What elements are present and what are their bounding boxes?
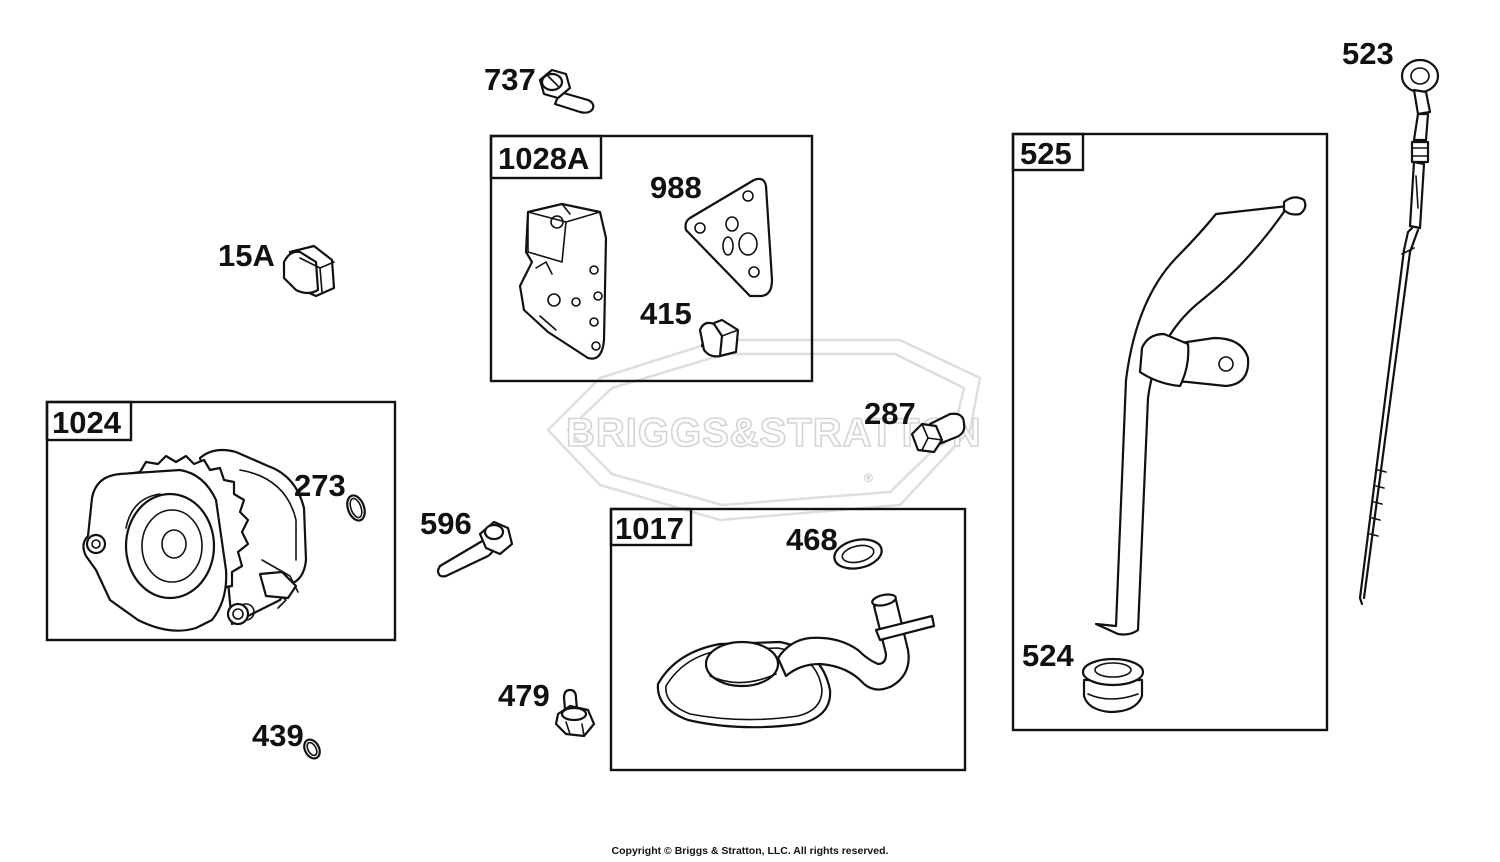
part-15a-plug[interactable] — [282, 244, 336, 298]
part-468-o-ring[interactable] — [832, 535, 885, 572]
part-988-gasket[interactable] — [684, 177, 774, 298]
part-273-o-ring[interactable] — [344, 493, 368, 523]
box-1028a: 1028A — [489, 134, 814, 383]
part-737-bolt[interactable] — [538, 68, 595, 114]
part-523-dipstick[interactable] — [1358, 58, 1440, 606]
part-287-fitting[interactable] — [910, 412, 966, 454]
part-1017-oil-pickup[interactable] — [656, 593, 936, 729]
box-1024: 1024 — [45, 400, 397, 642]
box-label-1024: 1024 — [52, 405, 122, 440]
label-287: 287 — [864, 396, 916, 431]
label-479: 479 — [498, 678, 550, 713]
label-15a: 15A — [218, 238, 275, 273]
box-label-1028a: 1028A — [498, 141, 589, 176]
label-988: 988 — [650, 170, 702, 205]
label-273: 273 — [294, 468, 346, 503]
part-525-dipstick-tube[interactable] — [1094, 196, 1307, 636]
box-1017: 1017 — [609, 507, 967, 772]
label-596: 596 — [420, 506, 472, 541]
part-439-o-ring[interactable] — [301, 737, 323, 761]
label-415: 415 — [640, 296, 692, 331]
part-479-bolt[interactable] — [554, 688, 596, 738]
copyright-notice: Copyright © Briggs & Stratton, LLC. All … — [611, 845, 889, 857]
box-label-525: 525 — [1020, 136, 1072, 171]
label-439: 439 — [252, 718, 304, 753]
label-737: 737 — [484, 62, 536, 97]
watermark-registered: ® — [864, 471, 873, 485]
part-524-grommet[interactable] — [1081, 657, 1145, 714]
part-1024-oil-pump[interactable] — [82, 448, 308, 632]
part-596-bolt[interactable] — [436, 520, 514, 578]
box-525: 525 — [1011, 132, 1329, 732]
label-468: 468 — [786, 522, 838, 557]
box-label-1017: 1017 — [615, 511, 684, 546]
label-523: 523 — [1342, 36, 1394, 71]
part-415-plug[interactable] — [698, 318, 740, 358]
part-1028a-bracket[interactable] — [518, 202, 608, 360]
label-524: 524 — [1022, 638, 1074, 673]
